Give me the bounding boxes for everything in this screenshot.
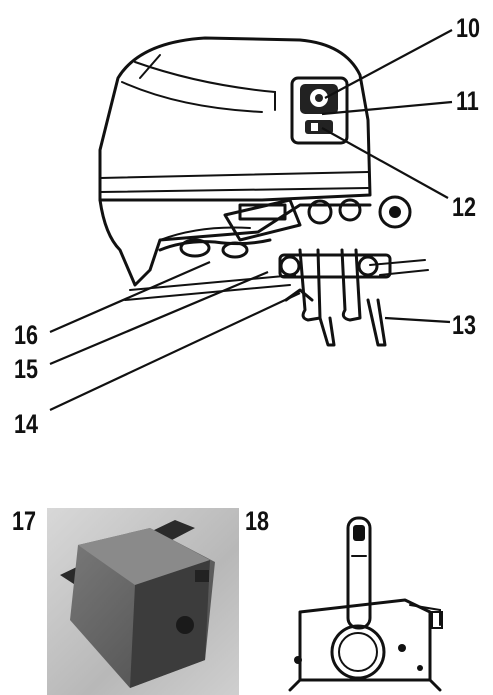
motor-cowling <box>98 36 372 202</box>
callout-17: 17 <box>12 507 36 537</box>
remote-control-lever <box>288 516 443 692</box>
callout-18: 18 <box>245 507 269 537</box>
leader-lines <box>49 29 453 411</box>
callout-14: 14 <box>14 410 38 440</box>
control-box-photo <box>47 508 239 695</box>
callout-16: 16 <box>14 321 38 351</box>
callout-12: 12 <box>452 193 476 223</box>
clamp-bracket <box>98 195 429 301</box>
twin-levers <box>278 248 392 347</box>
cowling-control-panel <box>290 76 349 145</box>
callout-11: 11 <box>456 87 479 117</box>
callout-10: 10 <box>456 14 480 44</box>
callout-13: 13 <box>452 311 476 341</box>
callout-15: 15 <box>14 355 38 385</box>
